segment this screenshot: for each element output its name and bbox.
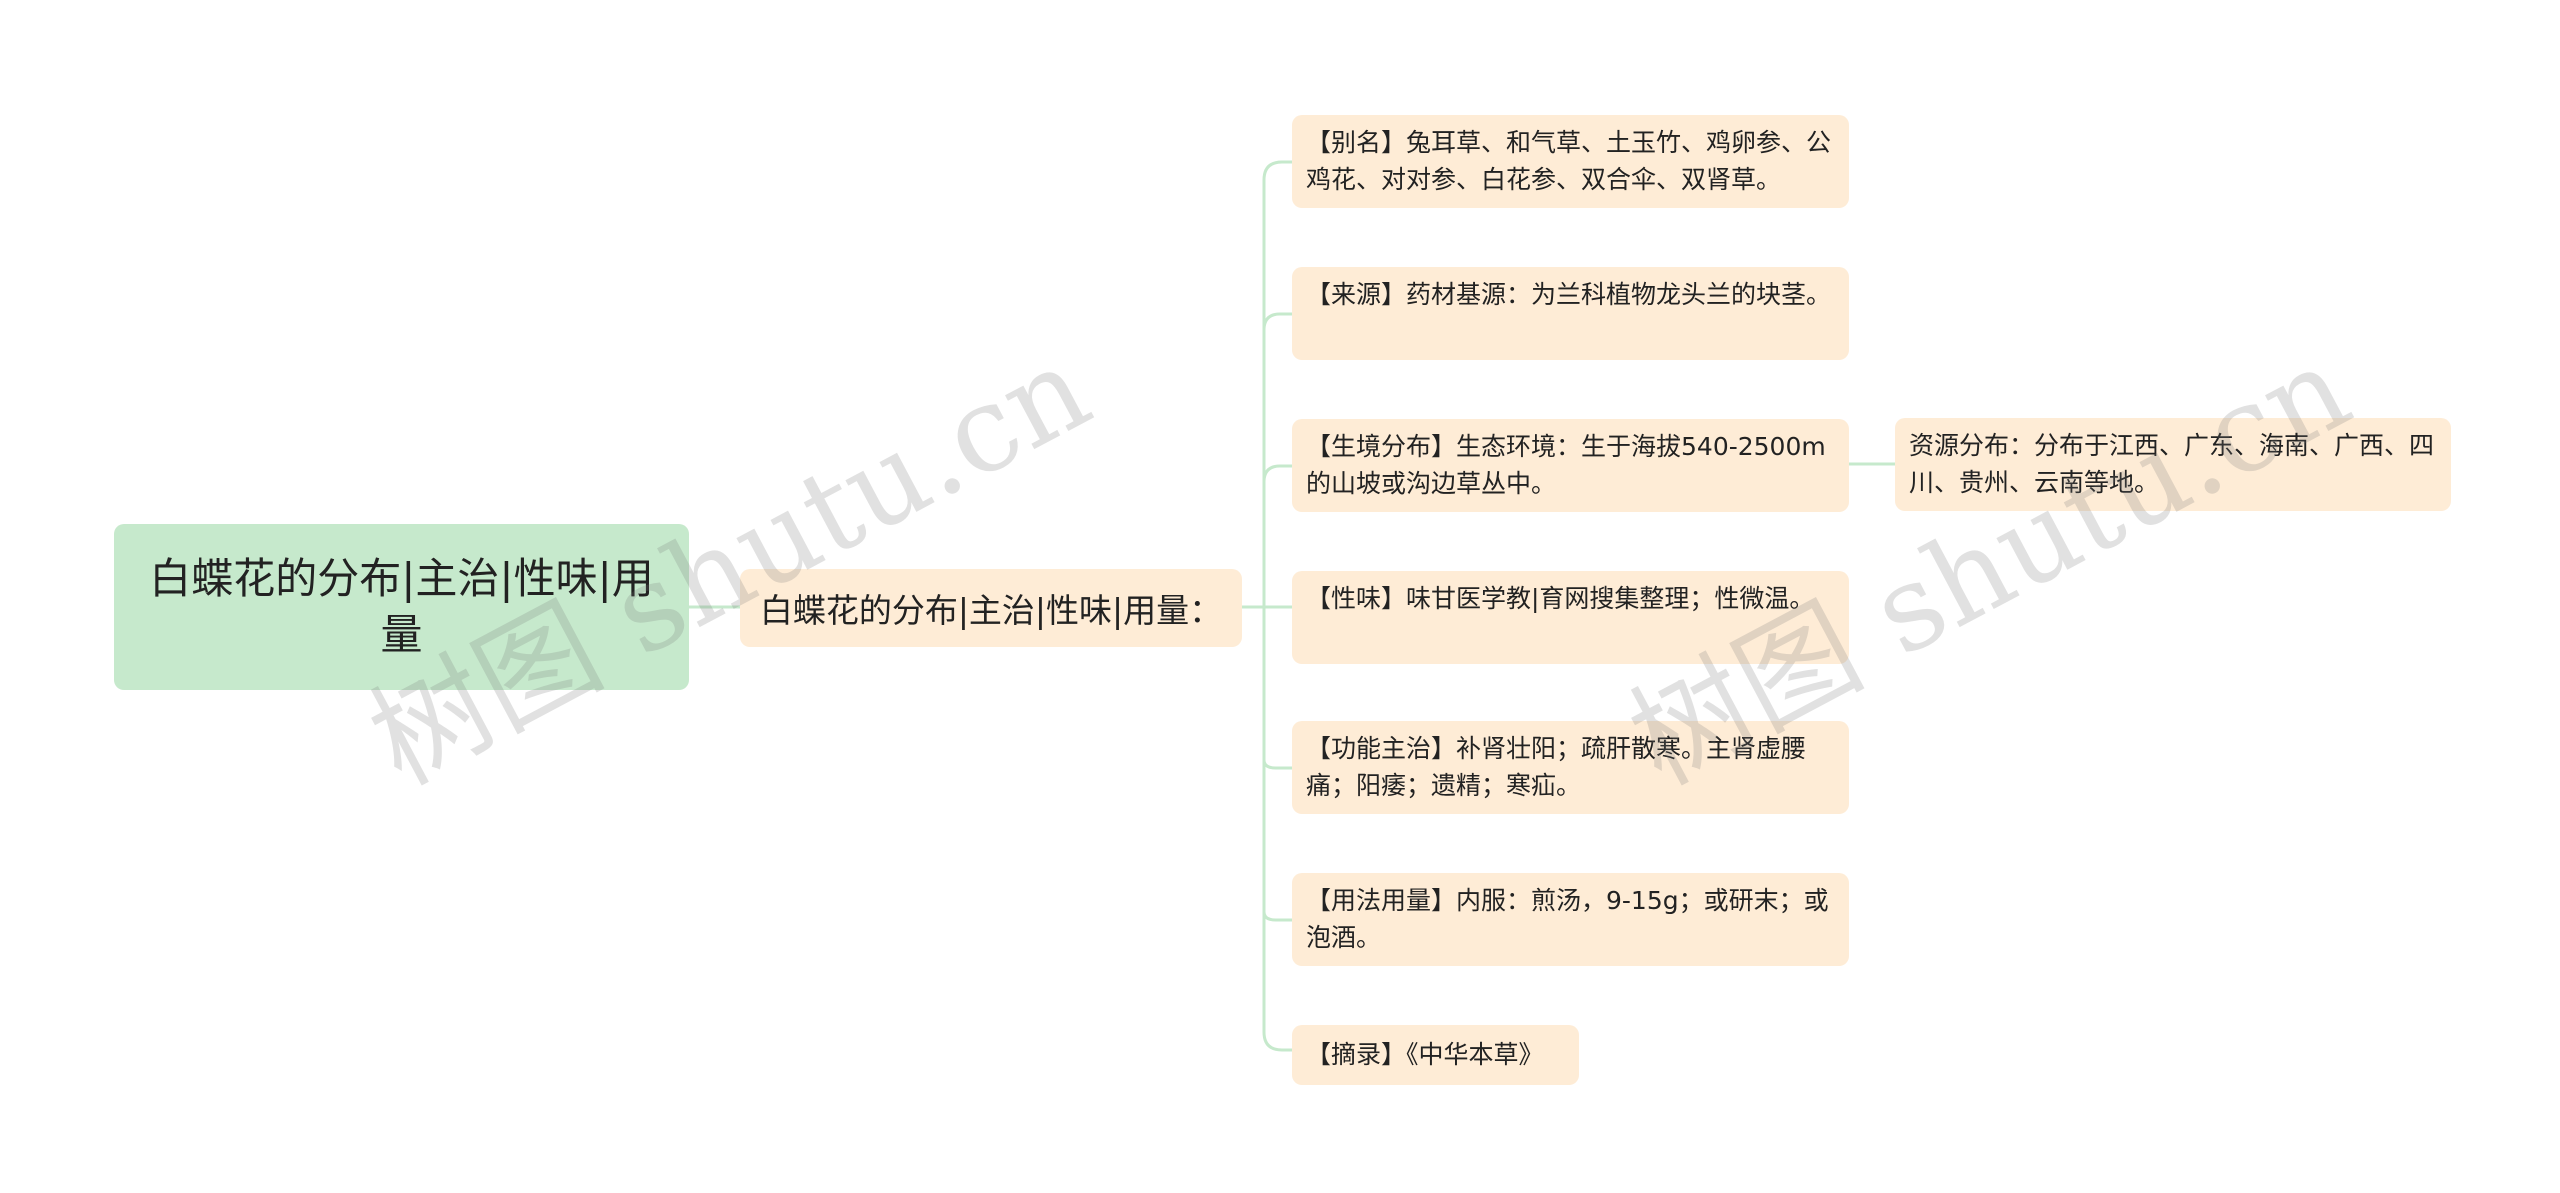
leaf-text: 【性味】味甘医学教|育网搜集整理；性微温。	[1306, 584, 1815, 613]
leaf-text: 【别名】兔耳草、和气草、土玉竹、鸡卵参、公鸡花、对对参、白花参、双合伞、双肾草。	[1306, 128, 1832, 194]
right-node-distribution[interactable]: 资源分布：分布于江西、广东、海南、广西、四川、贵州、云南等地。	[1895, 418, 2451, 511]
mid-node[interactable]: 白蝶花的分布|主治|性味|用量：	[740, 569, 1242, 647]
connector-leaf-5	[1262, 759, 1292, 770]
leaf-text: 【用法用量】内服：煎汤，9-15g；或研末；或泡酒。	[1306, 886, 1829, 952]
connector-leaf-6	[1262, 911, 1292, 922]
leaf-node-excerpt[interactable]: 【摘录】《中华本草》	[1292, 1025, 1579, 1085]
leaf-node-habitat[interactable]: 【生境分布】生态环境：生于海拔540-2500m的山坡或沟边草丛中。	[1292, 419, 1849, 512]
connector-leaf-2	[1262, 312, 1292, 331]
leaf-node-taste[interactable]: 【性味】味甘医学教|育网搜集整理；性微温。	[1292, 571, 1849, 664]
right-text: 资源分布：分布于江西、广东、海南、广西、四川、贵州、云南等地。	[1909, 431, 2435, 497]
connector-leaf-3	[1262, 464, 1292, 483]
connector-leaf-7	[1262, 1031, 1292, 1052]
leaf-text: 【功能主治】补肾壮阳；疏肝散寒。主肾虚腰痛；阳痿；遗精；寒疝。	[1306, 734, 1807, 800]
leaf-text: 【来源】药材基源：为兰科植物龙头兰的块茎。	[1306, 280, 1832, 309]
leaf-text: 【摘录】《中华本草》	[1306, 1040, 1544, 1069]
leaf-text: 【生境分布】生态环境：生于海拔540-2500m的山坡或沟边草丛中。	[1306, 432, 1826, 498]
leaf-node-dosage[interactable]: 【用法用量】内服：煎汤，9-15g；或研末；或泡酒。	[1292, 873, 1849, 966]
root-node[interactable]: 白蝶花的分布|主治|性味|用量	[114, 524, 689, 690]
mid-label: 白蝶花的分布|主治|性味|用量：	[759, 591, 1223, 630]
leaf-node-alias[interactable]: 【别名】兔耳草、和气草、土玉竹、鸡卵参、公鸡花、对对参、白花参、双合伞、双肾草。	[1292, 115, 1849, 208]
connector-leaf-1	[1262, 160, 1292, 181]
leaf-node-source[interactable]: 【来源】药材基源：为兰科植物龙头兰的块茎。	[1292, 267, 1849, 360]
root-label: 白蝶花的分布|主治|性味|用量	[149, 554, 654, 659]
leaf-node-function[interactable]: 【功能主治】补肾壮阳；疏肝散寒。主肾虚腰痛；阳痿；遗精；寒疝。	[1292, 721, 1849, 814]
